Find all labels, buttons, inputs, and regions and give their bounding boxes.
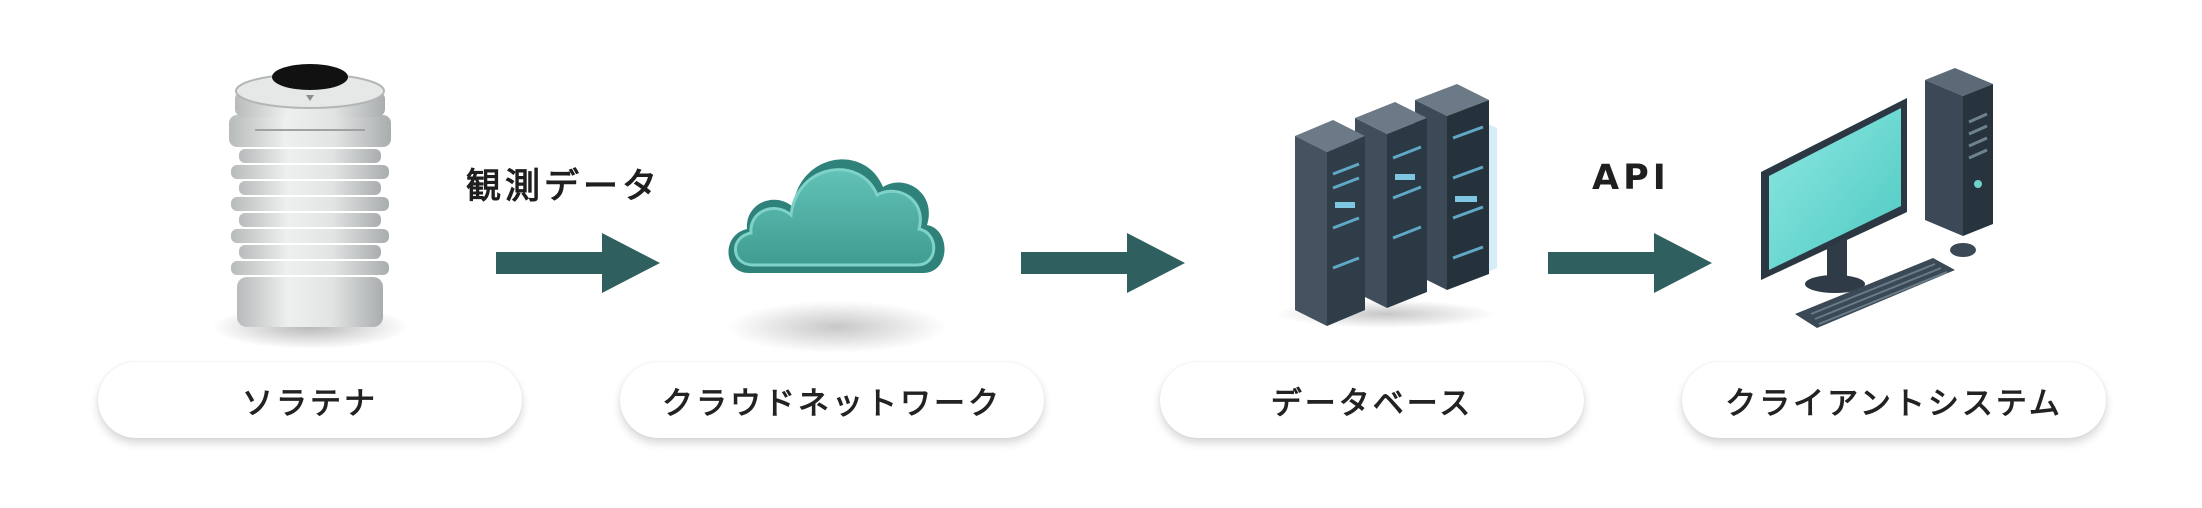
edge-label-observation-data: 観測データ bbox=[466, 167, 662, 207]
sensor-device-icon bbox=[212, 64, 408, 349]
node-label-soratena: ソラテナ bbox=[98, 362, 522, 438]
arrow-cloud-to-database bbox=[1021, 233, 1185, 293]
node-label-database: データベース bbox=[1160, 362, 1584, 438]
server-rack-icon bbox=[1275, 84, 1497, 328]
node-label-cloud-network: クラウドネットワーク bbox=[620, 362, 1044, 438]
cloud-icon bbox=[727, 159, 947, 353]
arrow-database-to-client bbox=[1548, 233, 1712, 293]
arrow-sensor-to-cloud bbox=[496, 233, 660, 293]
desktop-computer-icon bbox=[1761, 68, 1993, 328]
edge-label-api: API bbox=[1592, 158, 1670, 198]
node-label-client-system: クライアントシステム bbox=[1682, 362, 2106, 438]
